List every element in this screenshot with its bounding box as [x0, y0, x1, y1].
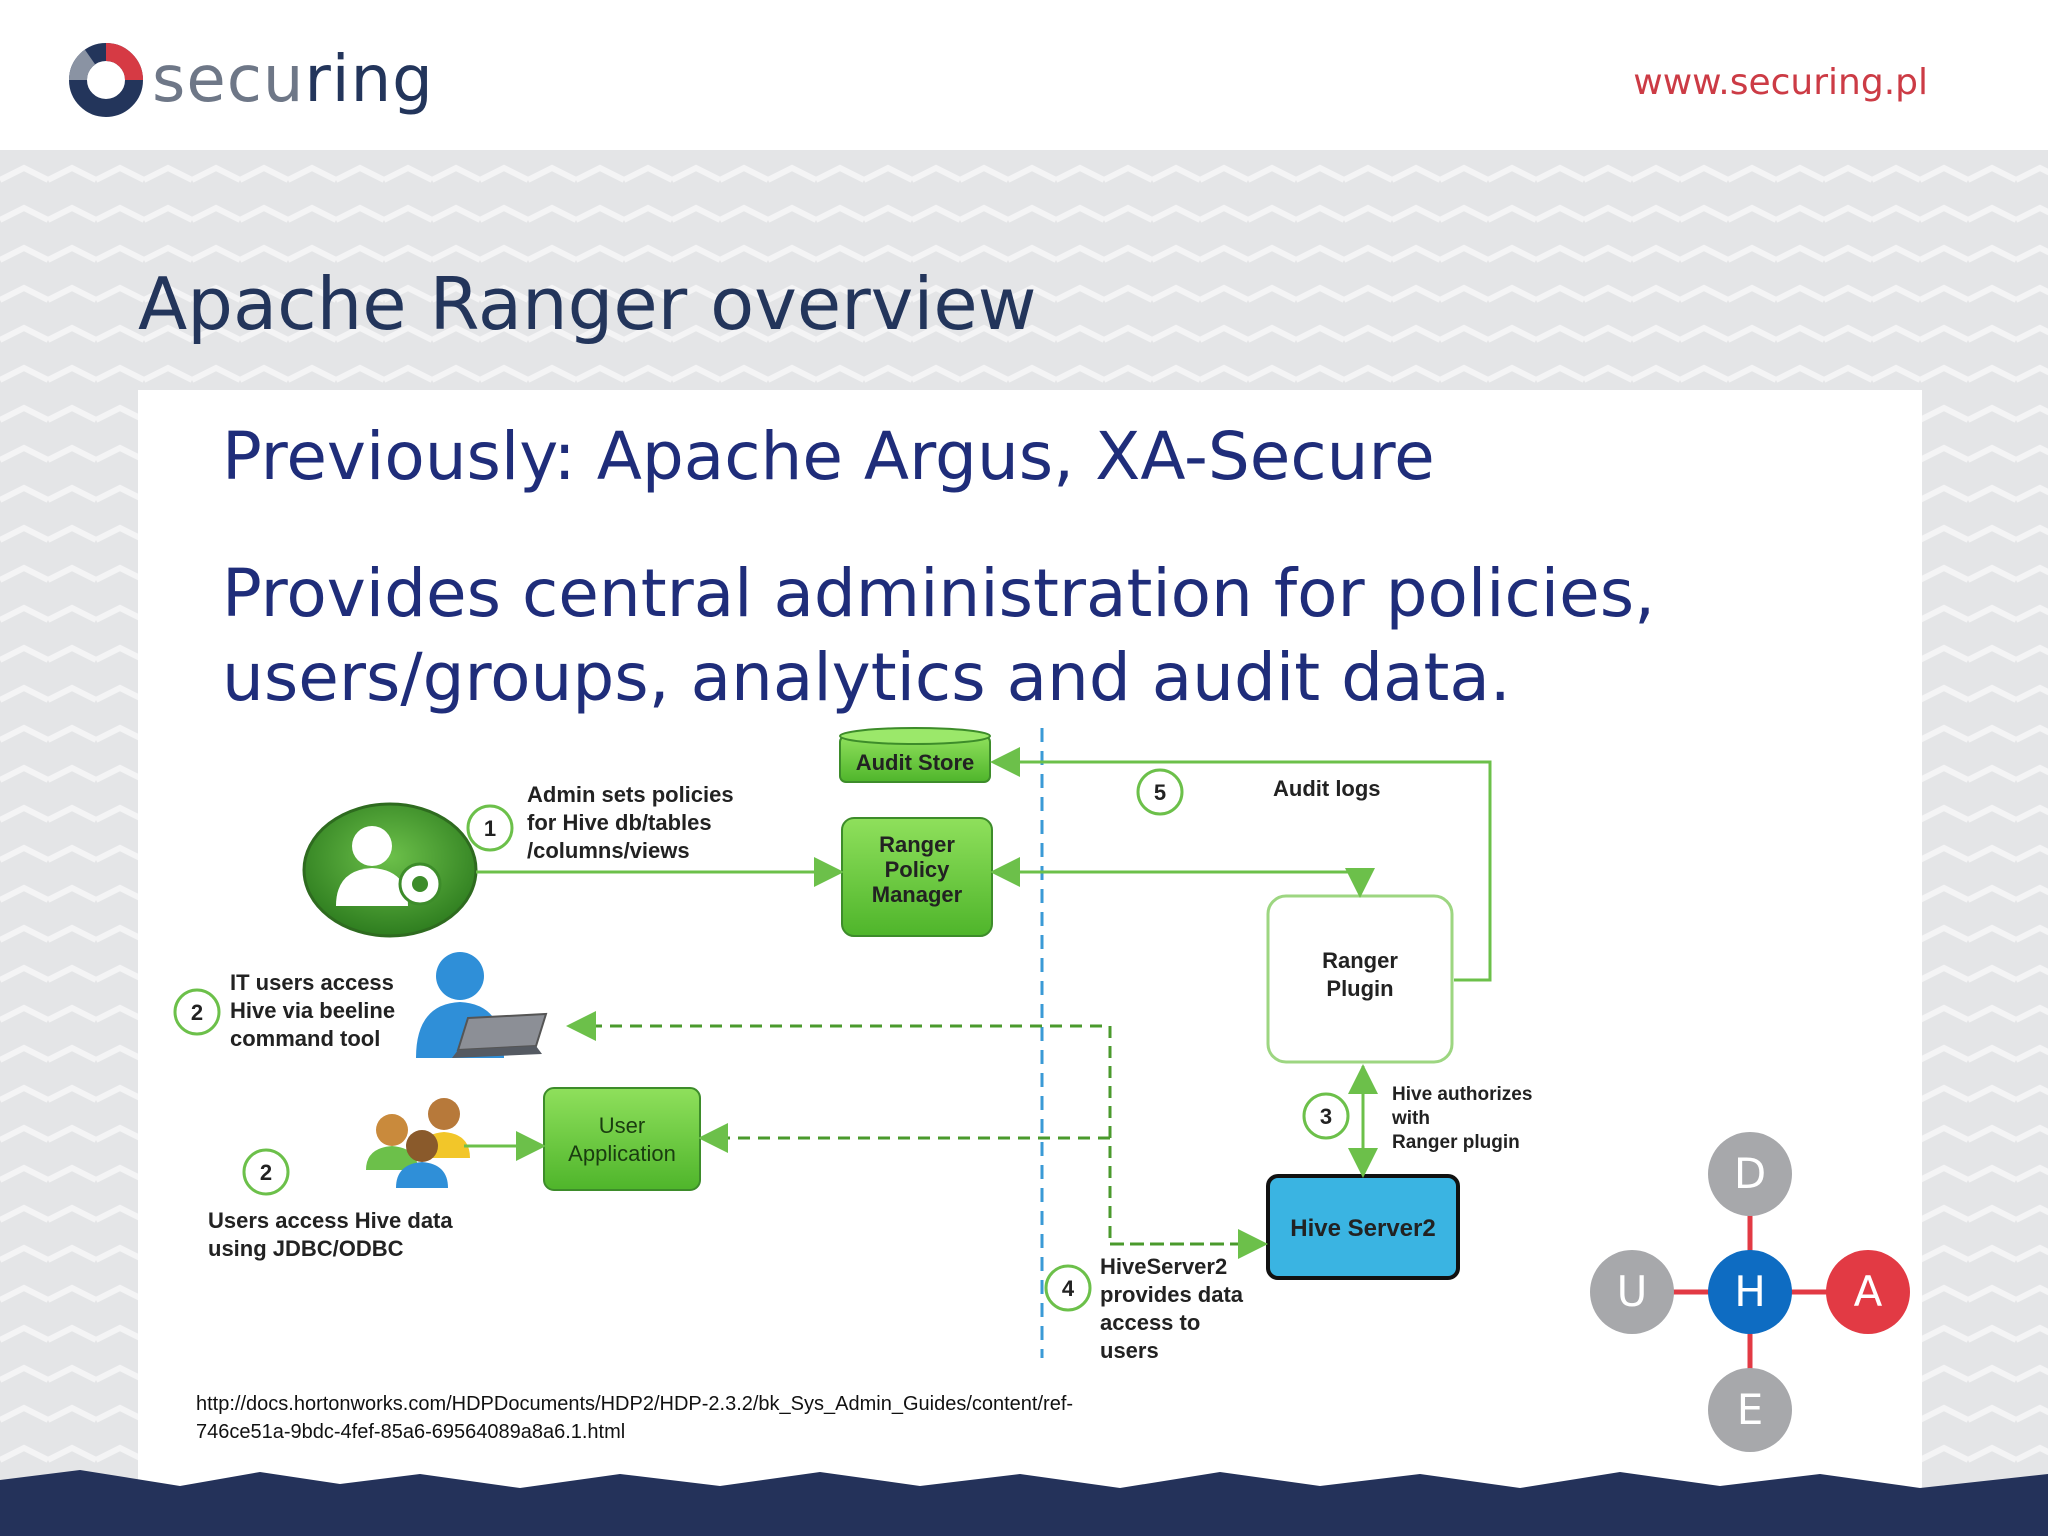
admin-icon [302, 802, 478, 938]
source-link-line1: http://docs.hortonworks.com/HDPDocuments… [196, 1393, 1074, 1415]
user-application-line1: User [599, 1113, 645, 1138]
audit-store: Audit Store [839, 727, 991, 783]
bullet-provides: Provides central administration for poli… [222, 552, 1655, 720]
arrow-audit-logs [990, 747, 1492, 982]
step-1: 1 Admin sets policies for Hive db/tables… [466, 782, 734, 863]
step-2b-number: 2 [260, 1160, 272, 1185]
step-3-line1: Hive authorizes [1392, 1084, 1532, 1105]
step-2a-line3: command tool [230, 1026, 380, 1051]
dhuae-e: E [1708, 1368, 1792, 1452]
step-2-it-users: 2 IT users access Hive via beeline comma… [173, 970, 395, 1051]
slide-header: securing www.securing.pl [0, 0, 2048, 150]
it-user-laptop-icon [416, 952, 548, 1058]
audit-store-label: Audit Store [856, 750, 975, 775]
dashed-hive-to-it-user [566, 1011, 1264, 1246]
securing-logo-icon [68, 43, 143, 117]
slide-title: Apache Ranger overview [138, 262, 1037, 346]
step-2b-line1: Users access Hive data [208, 1208, 453, 1233]
dhuae-d: D [1708, 1132, 1792, 1216]
step-4-line3: access to [1100, 1310, 1200, 1335]
dhuae-logo: D U H A E [1590, 1132, 1910, 1452]
step-4-line2: provides data [1100, 1282, 1244, 1307]
ranger-plugin-line1: Ranger [1322, 948, 1398, 973]
bullet-provides-line2: users/groups, analytics and audit data. [222, 639, 1511, 716]
securing-logo: securing [68, 38, 434, 122]
svg-text:A: A [1854, 1267, 1883, 1316]
policy-manager-line1: Ranger [879, 832, 955, 857]
step-1-line3: /columns/views [527, 838, 690, 863]
step-2a-number: 2 [191, 1000, 203, 1025]
dhuae-a: A [1826, 1250, 1910, 1334]
step-2-users-jdbc: 2 Users access Hive data using JDBC/ODBC [208, 1148, 453, 1261]
bullet-provides-line1: Provides central administration for poli… [222, 555, 1656, 632]
users-group-icon [366, 1098, 470, 1188]
step-4: 4 HiveServer2 provides data access to us… [1044, 1254, 1244, 1363]
source-link-line2: 746ce51a-9bdc-4fef-85a6-69564089a8a6.1.h… [196, 1421, 626, 1443]
step-1-line1: Admin sets policies [527, 782, 734, 807]
dhuae-u: U [1590, 1250, 1674, 1334]
step-4-number: 4 [1062, 1276, 1075, 1301]
site-url[interactable]: www.securing.pl [1633, 62, 1928, 103]
ranger-policy-manager: Ranger Policy Manager [841, 817, 993, 937]
svg-text:U: U [1617, 1267, 1648, 1316]
user-application-line2: Application [568, 1141, 676, 1166]
step-2b-line2: using JDBC/ODBC [208, 1236, 404, 1261]
policy-manager-line3: Manager [872, 882, 963, 907]
svg-text:D: D [1734, 1149, 1766, 1198]
policy-manager-line2: Policy [885, 857, 951, 882]
logo-wordmark: securing [152, 43, 434, 117]
step-1-number: 1 [484, 816, 496, 841]
step-5: 5 Audit logs [1136, 768, 1381, 816]
step-2a-line1: IT users access [230, 970, 394, 995]
step-2a-line2: Hive via beeline [230, 998, 395, 1023]
step-5-number: 5 [1154, 780, 1166, 805]
dhuae-h: H [1708, 1250, 1792, 1334]
source-link[interactable]: http://docs.hortonworks.com/HDPDocuments… [196, 1390, 1073, 1446]
content-panel: Previously: Apache Argus, XA-Secure Prov… [138, 390, 1922, 1495]
step-5-label: Audit logs [1273, 776, 1381, 801]
bullet-previously: Previously: Apache Argus, XA-Secure [222, 418, 1435, 495]
hive-server2: Hive Server2 [1266, 1174, 1460, 1280]
footer-wave [0, 1470, 2048, 1536]
step-3-line3: Ranger plugin [1392, 1132, 1520, 1153]
step-3: 3 Hive authorizes with Ranger plugin [1302, 1084, 1532, 1153]
user-application: User Application [543, 1087, 701, 1191]
step-3-line2: with [1391, 1108, 1430, 1129]
ranger-plugin-line2: Plugin [1326, 976, 1393, 1001]
ranger-plugin: Ranger Plugin [1266, 894, 1454, 1064]
hive-server2-label: Hive Server2 [1290, 1215, 1435, 1242]
step-4-line4: users [1100, 1338, 1159, 1363]
step-4-line1: HiveServer2 [1100, 1254, 1227, 1279]
svg-text:E: E [1737, 1385, 1764, 1434]
svg-text:H: H [1734, 1267, 1766, 1316]
step-1-line2: for Hive db/tables [527, 810, 712, 835]
step-3-number: 3 [1320, 1104, 1332, 1129]
ranger-architecture-diagram: Audit Store Ranger Policy Manager Ranger… [173, 727, 1532, 1363]
